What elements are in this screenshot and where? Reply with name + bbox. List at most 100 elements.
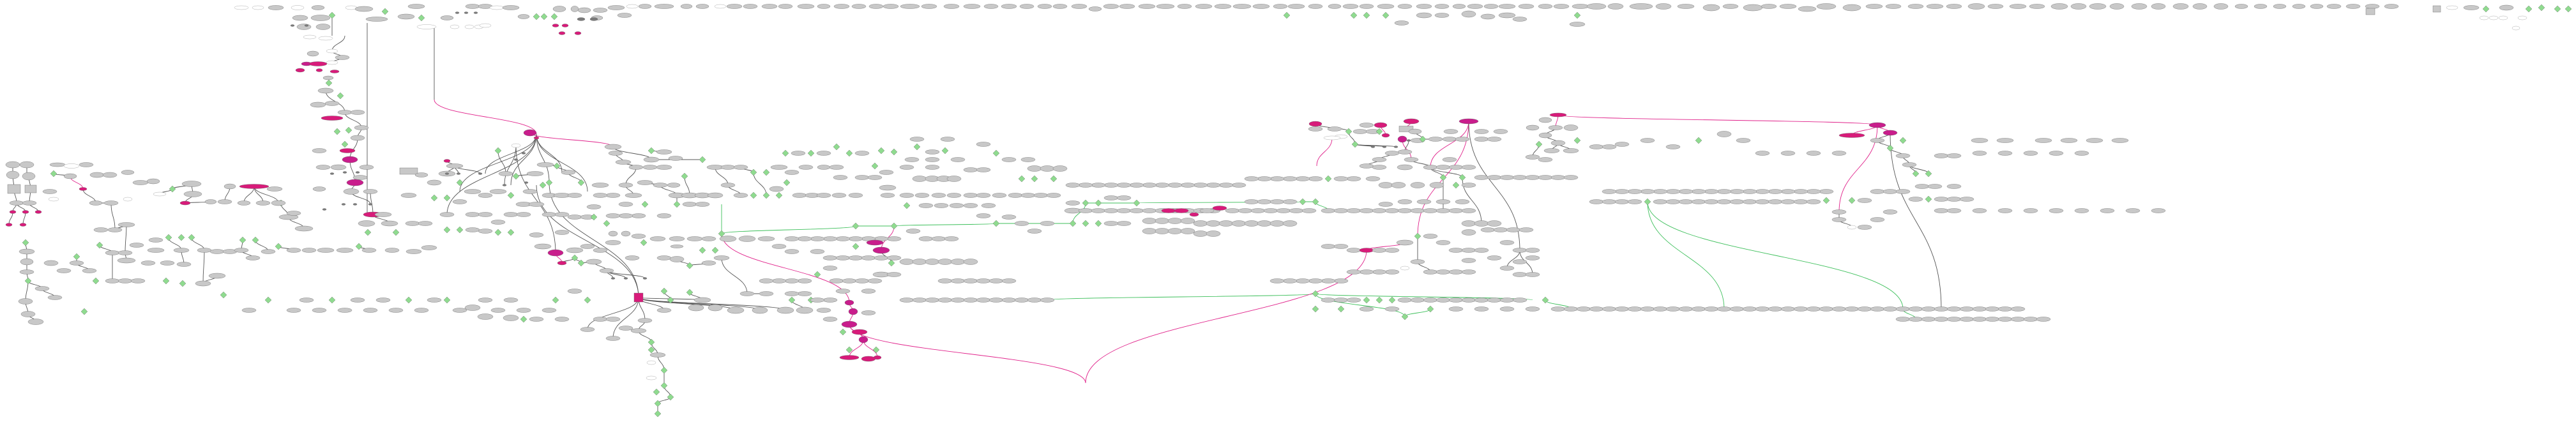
graph-node [2023, 151, 2038, 156]
graph-node [2499, 4, 2514, 11]
graph-node [477, 313, 494, 320]
graph-node [686, 236, 703, 241]
graph-node [271, 200, 286, 206]
graph-node [1563, 175, 1579, 180]
graph-node [502, 184, 507, 186]
graph-node [1921, 317, 1936, 322]
graph-node [464, 24, 474, 29]
graph-node [1946, 208, 1962, 213]
graph-node [759, 291, 774, 296]
graph-node [1972, 208, 1987, 213]
graph-node [976, 298, 991, 303]
graph-node [345, 126, 352, 134]
graph-node [1499, 298, 1515, 303]
graph-node [1429, 182, 1444, 188]
graph-node [1742, 199, 1757, 204]
graph-node [1883, 209, 1898, 215]
graph-node [1359, 269, 1374, 275]
graph-node [1269, 176, 1285, 181]
graph-node [255, 200, 271, 206]
graph-node [667, 393, 674, 401]
graph-node [681, 172, 688, 180]
graph-node [1971, 138, 1989, 143]
graph-node [1959, 317, 1974, 322]
graph-node [829, 165, 844, 170]
graph-node [835, 236, 851, 241]
graph-node [656, 255, 672, 260]
graph-node [1397, 149, 1413, 154]
graph-edge [549, 182, 639, 298]
graph-node [775, 192, 783, 199]
graph-node [342, 156, 358, 163]
graph-node [342, 171, 347, 174]
graph-node [866, 239, 884, 246]
graph-node [19, 223, 27, 227]
graph-node [557, 260, 567, 266]
graph-node [266, 186, 283, 192]
graph-node [326, 60, 338, 65]
graph-node [427, 298, 442, 303]
graph-node [1052, 4, 1068, 9]
graph-node [937, 278, 953, 283]
graph-edge [515, 145, 556, 253]
graph-node [941, 147, 949, 154]
graph-node [750, 192, 757, 199]
graph-node [2192, 3, 2208, 10]
graph-node [1729, 189, 1745, 194]
graph-node [1269, 199, 1285, 204]
graph-node [56, 268, 72, 273]
graph-edge [202, 250, 205, 284]
graph-node [358, 220, 375, 227]
graph-node [554, 212, 570, 217]
graph-node [511, 143, 521, 148]
graph-node [771, 278, 787, 283]
graph-node [1487, 220, 1502, 227]
graph-node [1027, 229, 1042, 234]
graph-node [261, 249, 276, 254]
graph-node [1156, 4, 1175, 9]
graph-node [405, 249, 422, 254]
graph-node [1653, 189, 1668, 194]
graph-node [567, 193, 582, 198]
graph-node [517, 14, 530, 19]
graph-node [322, 208, 327, 211]
graph-node [618, 202, 633, 207]
graph-node [890, 222, 898, 230]
graph-node [1116, 208, 1132, 213]
graph-node [2172, 3, 2189, 10]
graph-node [20, 311, 36, 317]
graph-node [325, 79, 333, 87]
graph-edge [1315, 293, 1405, 317]
graph-node [567, 289, 582, 294]
graph-node [638, 4, 652, 9]
graph-node [720, 165, 736, 170]
graph-node [890, 148, 898, 156]
graph-node [2365, 4, 2380, 9]
graph-node [1848, 197, 1856, 204]
graph-node [1116, 221, 1132, 226]
graph-node [1842, 4, 1861, 11]
graph-node [872, 346, 880, 354]
graph-node [1065, 200, 1080, 206]
graph-node [450, 24, 460, 29]
graph-node [1375, 128, 1383, 135]
graph-node [542, 308, 557, 313]
graph-node [1678, 306, 1693, 312]
graph-node [304, 24, 309, 27]
graph-node [1419, 135, 1427, 143]
graph-node [1295, 176, 1310, 181]
graph-node [1214, 4, 1232, 9]
graph-node [1525, 255, 1540, 260]
graph-node [1167, 218, 1183, 224]
graph-node [465, 212, 480, 217]
graph-node [1436, 240, 1451, 245]
graph-node [1312, 290, 1319, 298]
graph-edge [434, 99, 537, 135]
graph-node [1716, 131, 1732, 137]
graph-node [940, 137, 955, 142]
graph-node [1519, 227, 1534, 232]
graph-node [381, 220, 398, 227]
graph-node [1129, 183, 1144, 188]
graph-node [1831, 217, 1847, 222]
graph-node [1959, 197, 1974, 202]
